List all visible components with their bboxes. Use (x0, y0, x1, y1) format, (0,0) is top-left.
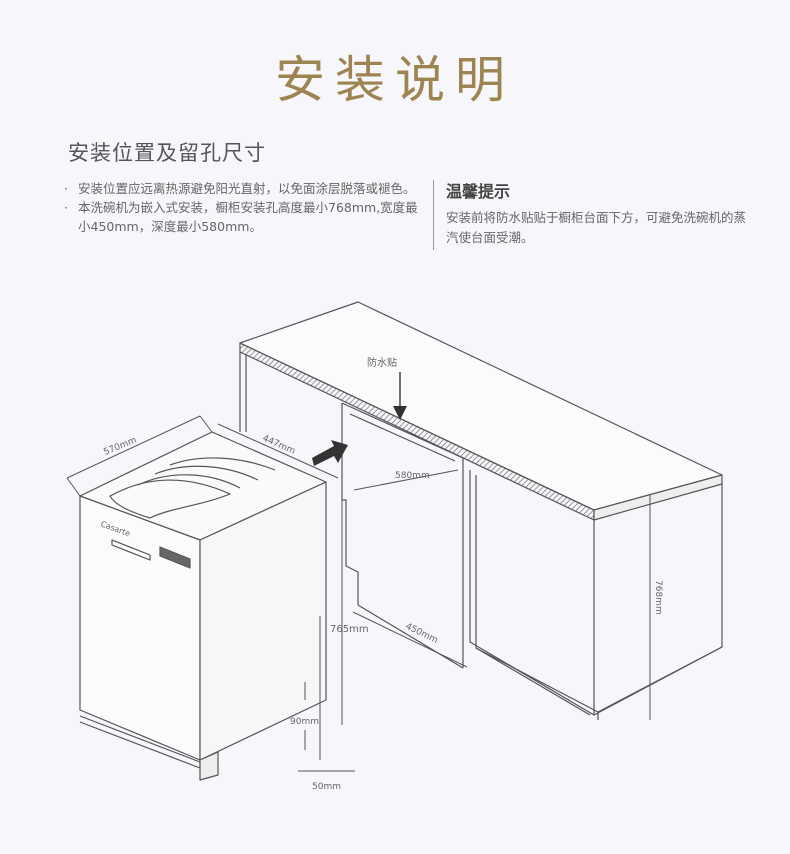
dim-570: 570mm (102, 436, 138, 458)
cavity-outline (341, 403, 359, 605)
install-notes: · 安装位置应远离热源避免阳光直射，以免面涂层脱落或褪色。 · 本洗碗机为嵌入式… (64, 179, 424, 236)
insert-arrow (312, 440, 348, 466)
tip-title: 温馨提示 (446, 182, 511, 201)
dim-765: 765mm (330, 624, 369, 635)
section-subtitle: 安装位置及留孔尺寸 (68, 141, 266, 165)
note-text: 本洗碗机为嵌入式安装，橱柜安装孔高度最小768mm,宽度最小450mm，深度最小… (78, 200, 418, 234)
divider (433, 180, 434, 250)
tip-body: 安装前将防水贴贴于橱柜台面下方，可避免洗碗机的蒸汽使台面受潮。 (446, 210, 747, 245)
dim-90: 90mm (290, 717, 319, 727)
note-item: · 安装位置应远离热源避免阳光直射，以免面涂层脱落或褪色。 (64, 179, 424, 198)
bullet: · (64, 181, 68, 196)
waterproof-label: 防水贴 (367, 356, 397, 369)
right-cabinet (469, 470, 595, 716)
dim-580: 580mm (395, 471, 430, 481)
dishwasher-side (199, 481, 327, 761)
page-title: 安装说明 (275, 51, 515, 109)
note-item: · 本洗碗机为嵌入式安装，橱柜安装孔高度最小768mm,宽度最小450mm，深度… (64, 198, 424, 236)
dim-450: 450mm (404, 622, 440, 646)
dim-50: 50mm (312, 782, 341, 792)
note-text: 安装位置应远离热源避免阳光直射，以免面涂层脱落或褪色。 (78, 181, 416, 196)
dishwasher-front (79, 495, 201, 761)
bullet: · (64, 200, 68, 215)
dim-768: 768mm (653, 580, 663, 615)
